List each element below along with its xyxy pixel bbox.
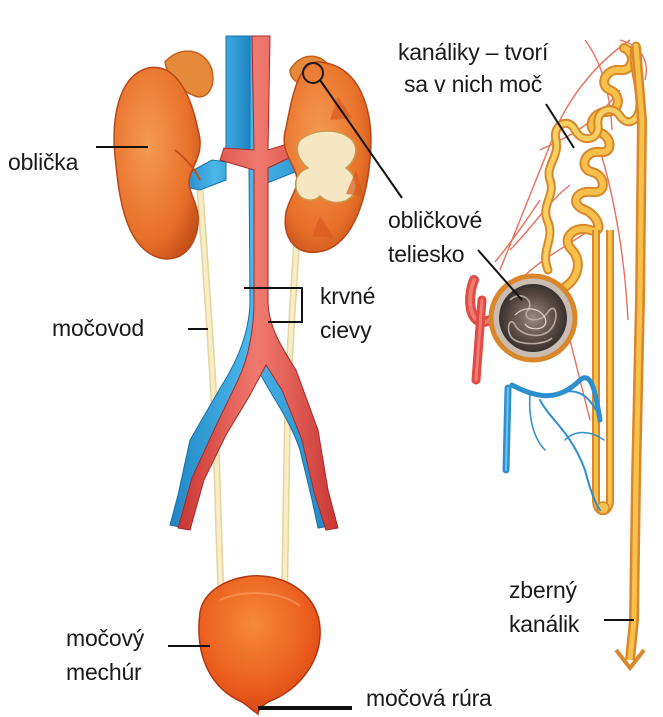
label-oblickove-teliesko-1: obličkové bbox=[388, 206, 482, 234]
venous-network bbox=[506, 378, 604, 510]
label-zberny-kanalik-1: zberný bbox=[509, 576, 577, 604]
label-oblickove-teliesko-2: teliesko bbox=[388, 240, 464, 268]
loop-of-henle bbox=[596, 230, 610, 514]
label-mocovy-mechur-1: močový bbox=[66, 624, 144, 652]
label-mocovy-mechur-2: mechúr bbox=[66, 658, 142, 686]
label-mocovod: močovod bbox=[52, 314, 144, 342]
label-kanaliky-2: sa v nich moč bbox=[404, 70, 542, 98]
label-krvne-cievy-2: cievy bbox=[320, 316, 371, 344]
label-krvne-cievy-1: krvné bbox=[320, 282, 375, 310]
renal-corpuscle bbox=[491, 276, 575, 360]
label-mocova-rura: močová rúra bbox=[366, 684, 492, 712]
label-zberny-kanalik-2: kanálik bbox=[509, 610, 579, 638]
collecting-duct bbox=[616, 46, 644, 668]
label-oblicka: oblička bbox=[8, 148, 78, 176]
label-kanaliky-1: kanáliky – tvorí bbox=[398, 38, 548, 66]
